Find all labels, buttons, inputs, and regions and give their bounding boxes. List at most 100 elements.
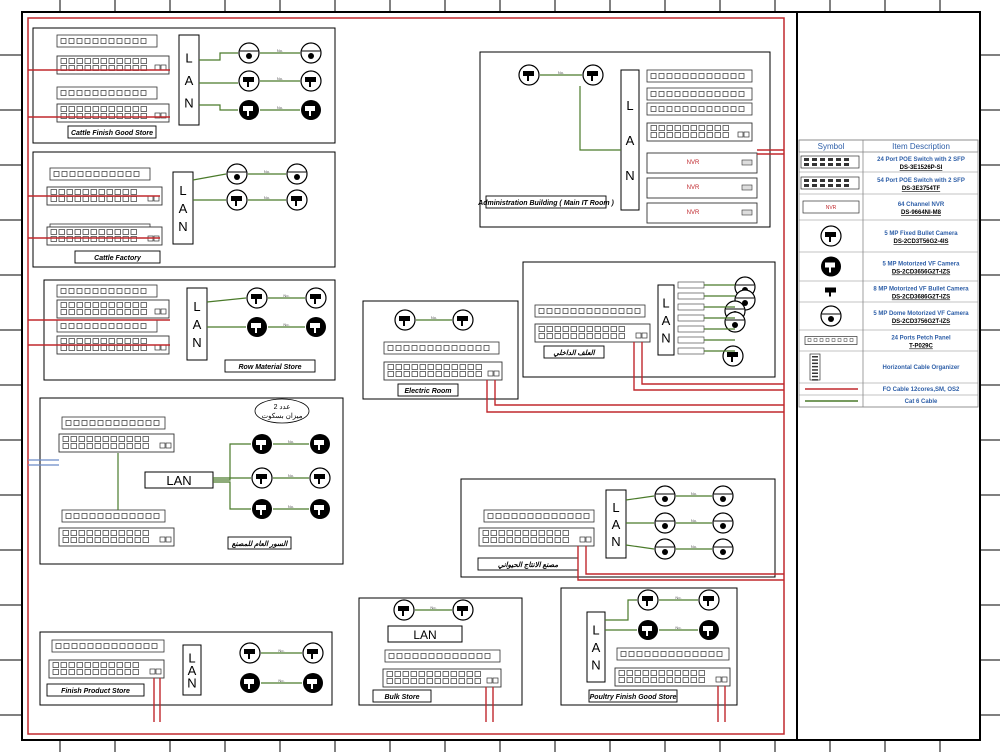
patch-port xyxy=(511,513,518,519)
bullet-body xyxy=(642,596,653,601)
patch-port xyxy=(87,643,94,649)
switch-port xyxy=(116,309,123,315)
patch-port xyxy=(105,420,112,426)
patch-port xyxy=(487,513,494,519)
patch-port xyxy=(137,513,144,519)
cable xyxy=(206,297,247,303)
cam-no-tag: No. xyxy=(691,518,697,523)
switch-port xyxy=(475,364,482,370)
switch-port xyxy=(100,669,107,675)
label-frame xyxy=(227,536,292,550)
legend-symbol-header: Symbol xyxy=(818,142,845,151)
switch-port xyxy=(126,443,133,449)
switch-port xyxy=(60,338,67,344)
cam-no-tag: No. xyxy=(558,70,564,75)
switch-port xyxy=(84,338,91,344)
sfp-port xyxy=(155,668,162,675)
label-frame xyxy=(372,689,432,703)
sfp-port xyxy=(492,677,499,684)
patch-port xyxy=(60,288,67,294)
bullet-camera-icon xyxy=(393,599,415,621)
patch-panel-body xyxy=(56,284,158,298)
switch-port xyxy=(427,364,434,370)
patch-port xyxy=(92,288,99,294)
patch-port xyxy=(60,90,67,96)
poe-switch xyxy=(614,667,731,687)
switch-port xyxy=(658,132,665,138)
lan-letter: A xyxy=(612,517,621,532)
switch-port xyxy=(134,443,141,449)
patch-panel-body xyxy=(49,167,151,181)
patch-port xyxy=(562,308,569,314)
patch-port xyxy=(690,106,697,112)
lan-letter: N xyxy=(661,331,670,346)
switch-port xyxy=(618,670,625,676)
patch-port xyxy=(682,106,689,112)
patch-port xyxy=(53,171,60,177)
switch-port xyxy=(76,309,83,315)
switch-port xyxy=(610,333,617,339)
bullet-camera-icon xyxy=(452,309,474,331)
legend-title: 8 MP Motorized VF Bullet Camera xyxy=(873,287,969,293)
switch-port xyxy=(60,662,67,668)
label-fence: السور العام للمصنع xyxy=(227,536,292,550)
switch-port xyxy=(594,326,601,332)
switch-port xyxy=(570,326,577,332)
switch-port xyxy=(116,669,123,675)
vf-camera-icon xyxy=(247,317,267,337)
label-raw-material: Row Material Store xyxy=(224,359,316,373)
label-text: Finish Product Store xyxy=(61,688,130,695)
switch-port xyxy=(546,333,553,339)
bullet-mount xyxy=(707,601,709,606)
label-text: Bulk Store xyxy=(384,694,419,701)
switch-port xyxy=(124,669,131,675)
lan-letter: N xyxy=(591,658,600,673)
poe-switch xyxy=(382,668,502,688)
vf-camera-icon xyxy=(252,499,272,519)
switch-port xyxy=(474,671,481,677)
vf-body xyxy=(307,679,317,684)
patch-port xyxy=(68,323,75,329)
dome-lens xyxy=(308,53,314,59)
switch-port xyxy=(94,537,101,543)
switch-port xyxy=(466,671,473,677)
switch-port xyxy=(140,338,147,344)
bullet-mount xyxy=(248,654,250,659)
switch-port xyxy=(722,125,729,131)
vf-mount xyxy=(247,111,249,116)
patch-port xyxy=(140,38,147,44)
switch-port xyxy=(60,669,67,675)
patch-port xyxy=(738,106,745,112)
switch-port xyxy=(411,371,418,377)
patch-port xyxy=(682,73,689,79)
nvr-indicator xyxy=(741,184,753,191)
lan-organizer: LAN xyxy=(186,287,208,361)
bullet-camera-icon xyxy=(251,467,273,489)
patch-port xyxy=(652,651,659,657)
switch-port xyxy=(66,189,73,195)
switch-port xyxy=(74,236,81,242)
vf-camera-icon xyxy=(306,317,326,337)
patch-port xyxy=(722,106,729,112)
lan-letter: A xyxy=(193,317,202,332)
switch-port xyxy=(84,309,91,315)
cable xyxy=(625,495,655,501)
switch-port xyxy=(546,326,553,332)
switch-port xyxy=(706,125,713,131)
switch-port xyxy=(546,537,553,543)
patch-port xyxy=(452,653,459,659)
fo-cable xyxy=(494,380,784,406)
lan-letter: L xyxy=(193,299,200,314)
bullet-body xyxy=(398,606,409,611)
switch-port xyxy=(562,333,569,339)
poe-switch xyxy=(534,323,651,343)
patch-port xyxy=(700,651,707,657)
patch-panel-body xyxy=(61,509,166,523)
patch-port xyxy=(620,651,627,657)
patch-panel-body xyxy=(646,69,753,83)
switch-port xyxy=(458,678,465,684)
switch-port xyxy=(650,677,657,683)
patch-port xyxy=(468,653,475,659)
cam-no-tag: No. xyxy=(675,625,681,630)
vf-camera-icon xyxy=(240,673,260,693)
